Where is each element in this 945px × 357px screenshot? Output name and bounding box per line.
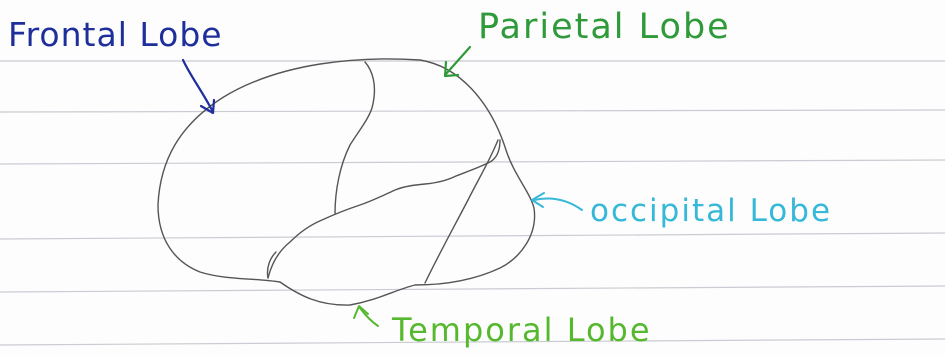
occipital-arrow-shaft [534, 198, 582, 210]
occipital-arrow [532, 193, 582, 210]
occipital-lobe-label: occipital Lobe [590, 196, 832, 227]
temporal-arrow-shaft [360, 308, 378, 326]
parietal-lobe-label: Parietal Lobe [478, 10, 731, 45]
temporal-lobe-label: Temporal Lobe [392, 314, 652, 346]
temporal-arrow [354, 306, 378, 326]
rule-line [0, 286, 945, 292]
brain-outline [158, 59, 535, 305]
rule-line [0, 110, 945, 112]
lateral-sulcus [268, 140, 500, 278]
central-sulcus [335, 62, 374, 214]
frontal-arrow [183, 60, 214, 113]
frontal-arrow-shaft [183, 60, 212, 110]
frontal-lobe-label: Frontal Lobe [8, 18, 223, 51]
rule-line [0, 233, 945, 239]
rule-line [0, 160, 945, 164]
